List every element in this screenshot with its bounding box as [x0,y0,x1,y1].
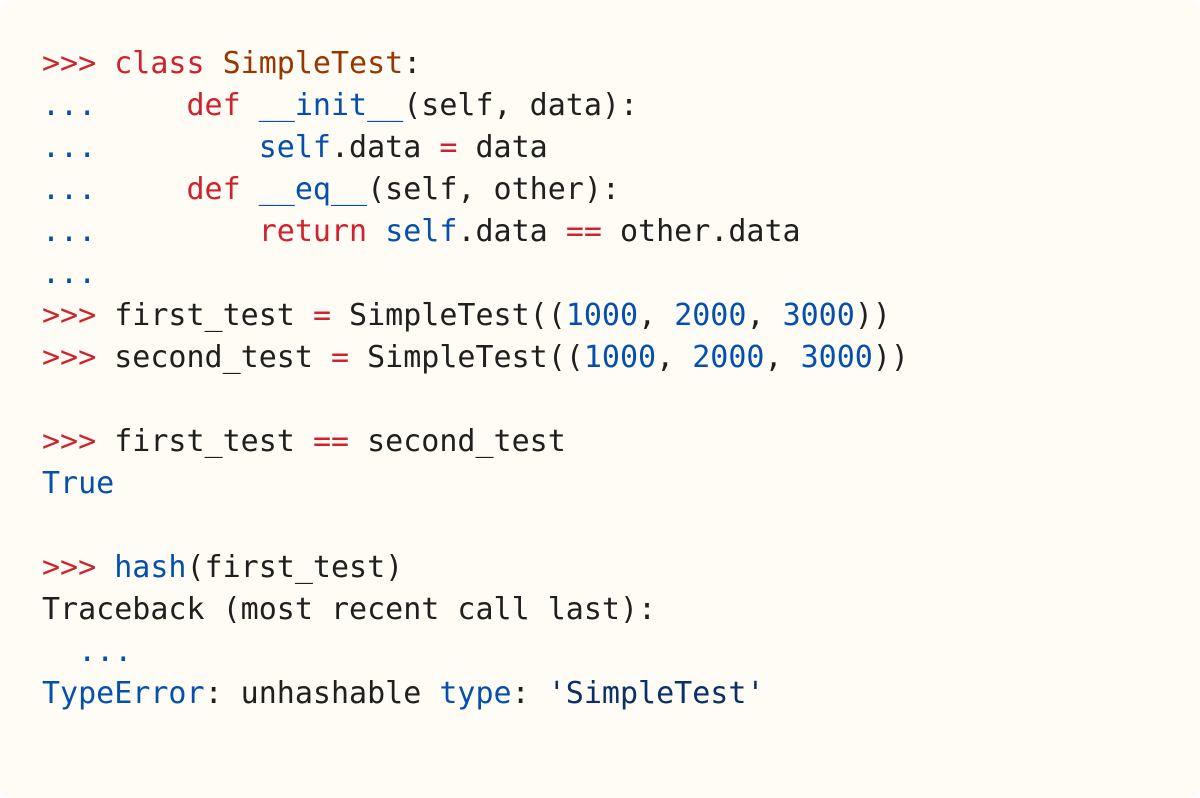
code-token-continuation: ... [42,172,97,207]
code-token-text: , [746,298,783,333]
code-token-dunder: __init__ [258,88,404,123]
code-line: TypeError: unhashable type: 'SimpleTest' [42,673,1200,715]
code-line: >>> second_test = SimpleTest((1000, 2000… [42,337,1200,379]
code-token-text [96,88,186,123]
code-line [42,505,1200,547]
code-line: ... [42,631,1200,673]
code-token-text: (self, data): [403,88,639,123]
code-token-text: )) [872,340,909,375]
code-token-operator: == [312,424,350,459]
code-token-text [96,172,186,207]
code-line: >>> hash(first_test) [42,547,1200,589]
code-token-number: 3000 [800,340,873,375]
code-token-operator: = [439,130,458,165]
code-token-text: second_test [114,340,331,375]
code-token-text: (self, other): [367,172,620,207]
code-line: ... return self.data == other.data [42,211,1200,253]
code-token-continuation: ... [78,634,133,669]
code-line: ... def __eq__(self, other): [42,169,1200,211]
code-token-text: , [764,340,801,375]
code-token-text [241,88,259,123]
code-token-string: 'SimpleTest' [547,676,765,711]
code-token-constant: True [42,466,115,501]
code-token-prompt: >>> [42,340,115,375]
code-token-operator: = [312,298,331,333]
code-token-text: first_test [114,424,313,459]
code-line: ... [42,253,1200,295]
code-token-text: second_test [349,424,566,459]
code-token-text: , [638,298,675,333]
code-line: ... def __init__(self, data): [42,85,1200,127]
code-token-prompt: >>> [42,298,115,333]
code-token-keyword: def [186,88,241,123]
code-token-text [241,172,259,207]
code-line: True [42,463,1200,505]
code-token-text [96,130,259,165]
code-token-text: SimpleTest(( [349,340,584,375]
code-token-text: (first_test) [186,550,404,585]
code-block: >>> class SimpleTest:... def __init__(se… [42,43,1200,715]
code-token-prompt: >>> [42,424,115,459]
code-token-continuation: ... [42,88,97,123]
code-token-text: first_test [114,298,313,333]
code-token-number: 2000 [692,340,765,375]
code-line: Traceback (most recent call last): [42,589,1200,631]
code-line: >>> first_test = SimpleTest((1000, 2000,… [42,295,1200,337]
code-token-continuation: ... [42,256,97,291]
code-line: ... self.data = data [42,127,1200,169]
code-token-dunder: __eq__ [258,172,368,207]
code-token-classname: SimpleTest [222,46,404,81]
code-token-text [42,634,78,669]
code-token-keyword: return [258,214,368,249]
code-token-text: )) [854,298,891,333]
code-token-text: : [511,676,548,711]
code-token-number: 1000 [565,298,639,333]
code-token-builtin: self [258,130,331,165]
code-token-text: .data [457,214,566,249]
code-token-text: other.data [601,214,801,249]
code-token-text: SimpleTest(( [331,298,566,333]
code-token-text [205,46,223,81]
code-token-keyword: def [186,172,241,207]
code-token-text: Traceback (most recent call last): [42,592,657,627]
code-token-continuation: ... [42,214,97,249]
code-token-builtin: type [439,676,512,711]
code-token-text: .data [331,130,440,165]
code-token-text: : unhashable [204,676,440,711]
code-token-text: data [457,130,548,165]
code-token-text [96,214,259,249]
code-token-continuation: ... [42,130,97,165]
code-token-builtin: hash [114,550,187,585]
code-token-builtin: self [385,214,458,249]
code-token-prompt: >>> [42,46,115,81]
code-line: >>> class SimpleTest: [42,43,1200,85]
code-token-number: 2000 [674,298,747,333]
code-token-operator: = [331,340,350,375]
code-token-exception: TypeError [42,676,205,711]
code-line: >>> first_test == second_test [42,421,1200,463]
code-token-operator: == [565,214,602,249]
code-line [42,379,1200,421]
code-token-text: : [403,46,422,81]
code-token-prompt: >>> [42,550,115,585]
code-token-number: 1000 [583,340,657,375]
code-token-number: 3000 [782,298,855,333]
code-token-text: , [656,340,693,375]
code-token-text [367,214,385,249]
code-token-keyword: class [114,46,205,81]
